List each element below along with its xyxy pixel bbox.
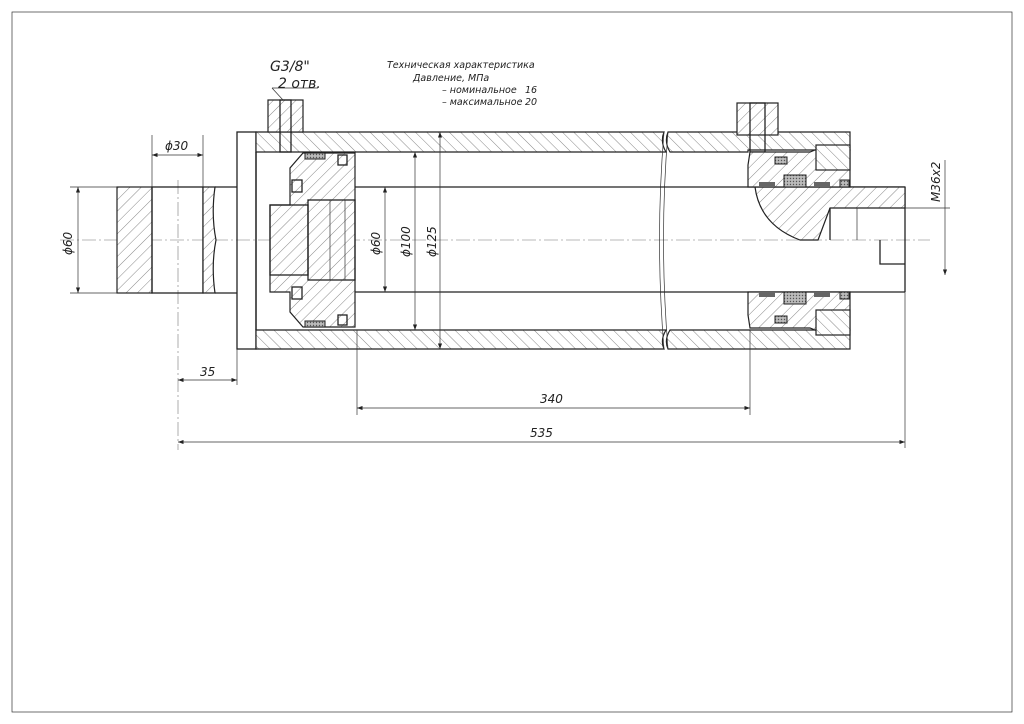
dim-rod-thread: M36x2 [929,162,943,202]
dim-bore-diameter: ϕ100 [399,226,413,257]
rear-eye [116,186,237,294]
rod-gland [747,144,851,336]
spec-title: Техническая характеристика [387,60,535,71]
cylinder-tube [255,131,851,350]
dim-tube-diameter: ϕ125 [425,226,439,257]
dim-stroke: 340 [540,392,563,406]
dim-rod-diameter: ϕ60 [369,231,383,255]
dim-closed-length: 535 [530,426,553,440]
rear-flange [236,131,257,350]
dim-eye-bore: ϕ30 [165,139,189,153]
spec-nominal-label: – номинальное [442,85,517,96]
front-port [736,102,779,153]
spec-max-value: 20 [525,97,537,108]
piston [269,152,356,328]
spec-max-label: – максимальное [442,97,523,108]
spec-pressure: Давление, МПа [412,73,489,84]
dim-eye-diameter: ϕ60 [61,231,75,255]
rear-port [267,99,304,153]
port-thread-label: G3/8" [270,59,310,75]
dim-eye-offset: 35 [200,365,215,379]
spec-nominal-value: 16 [525,85,537,96]
dimension-lines [70,87,950,448]
port-count-label: 2 отв. [278,76,321,92]
sheet-frame [11,11,1013,713]
